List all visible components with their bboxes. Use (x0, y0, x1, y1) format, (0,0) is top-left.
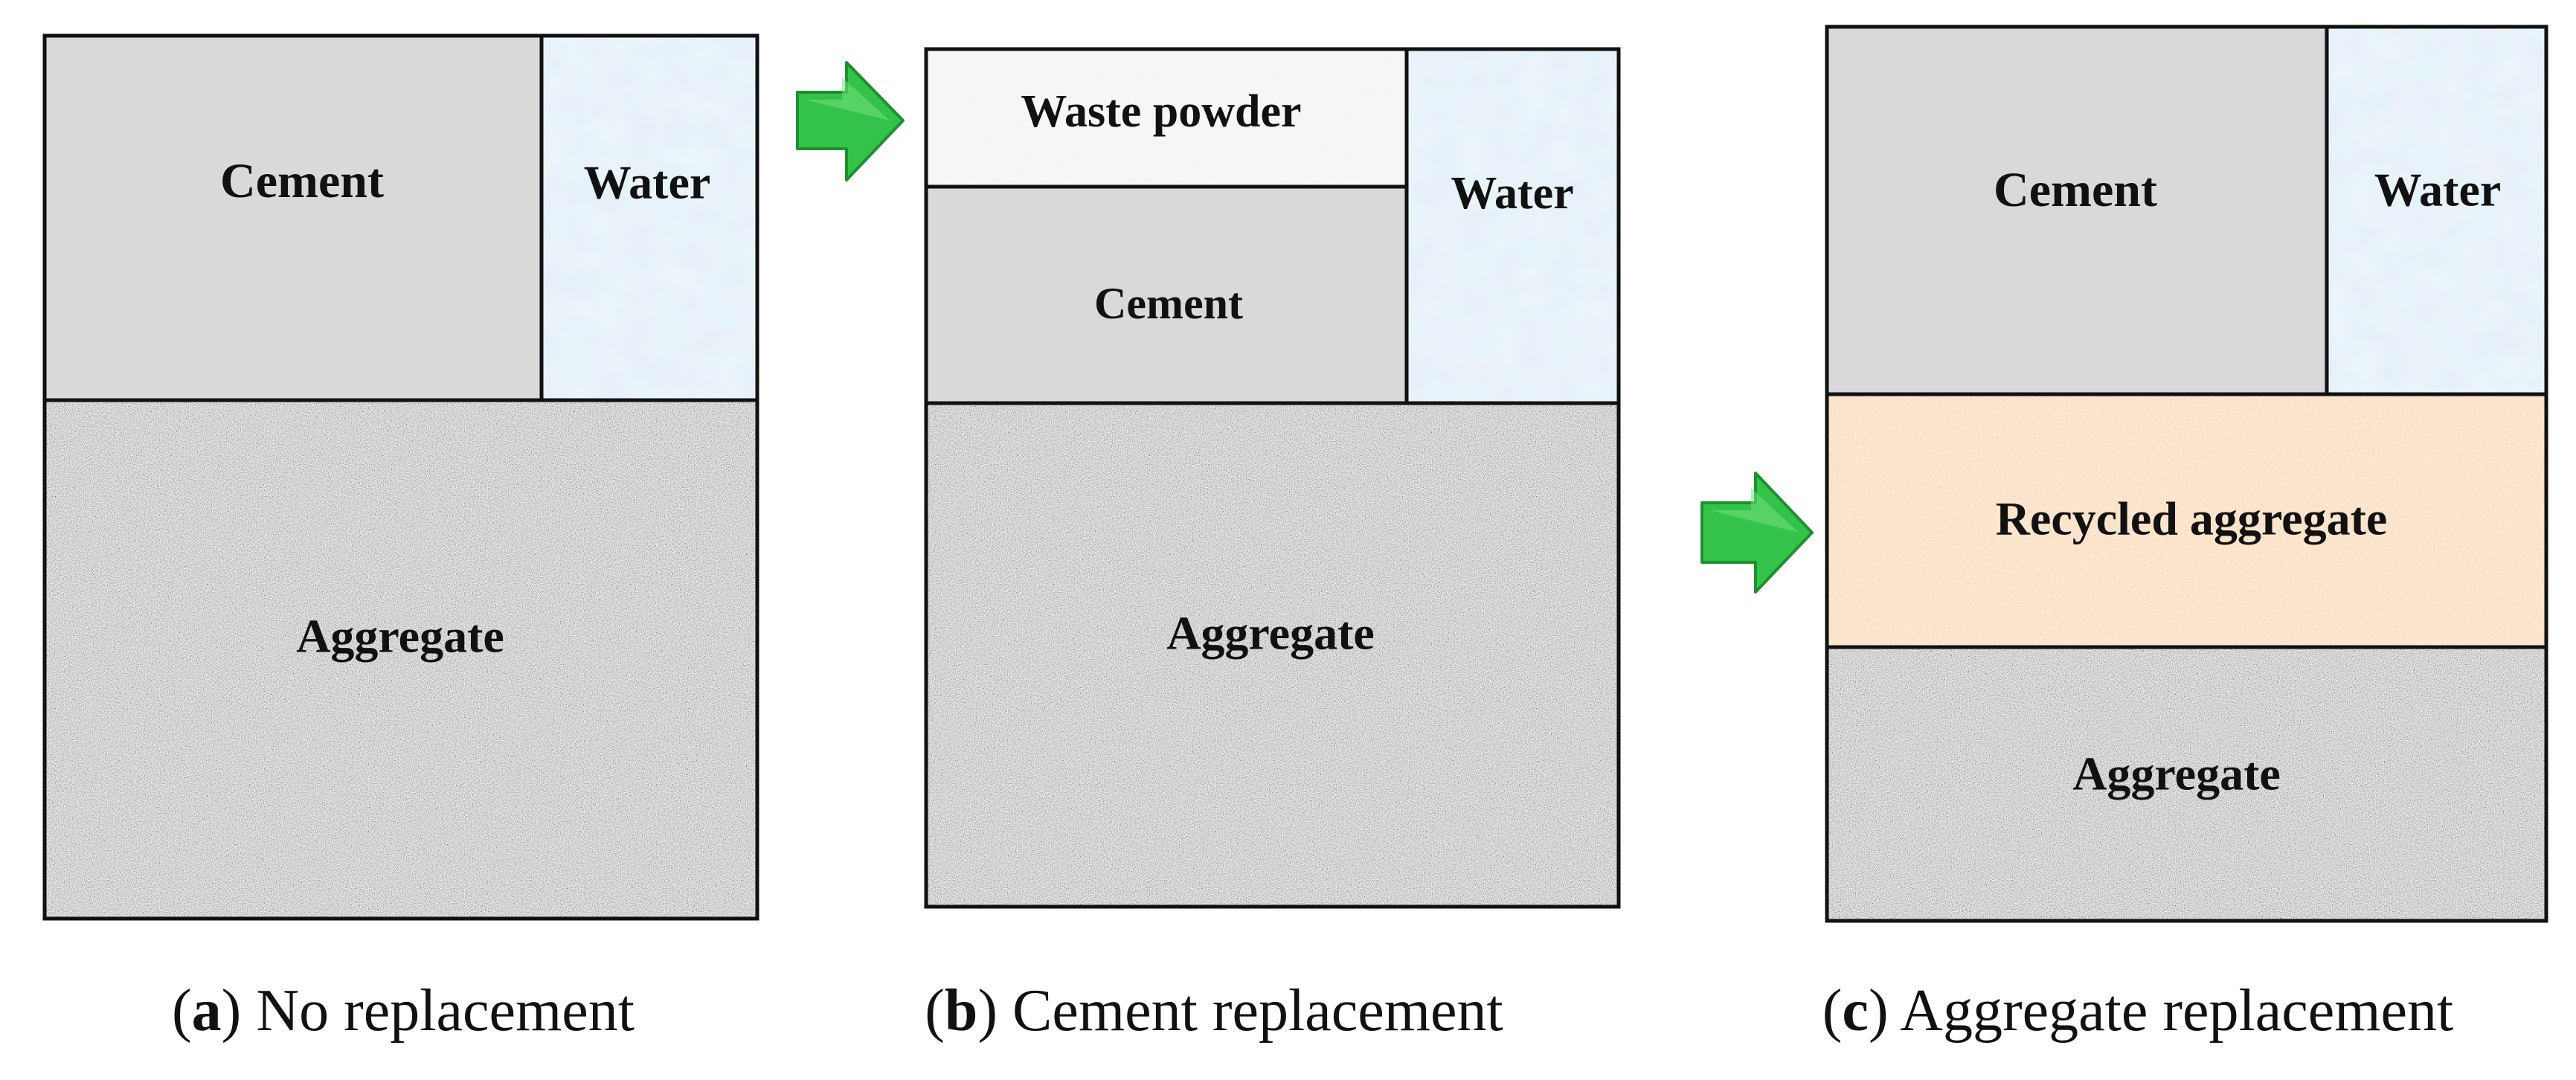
water-label: Water (584, 156, 711, 209)
water-block (542, 36, 757, 400)
panel-c: Cement Water Recycled aggregate Aggregat… (1825, 25, 2548, 923)
caption-c-letter: c (1842, 978, 1869, 1044)
caption-b: (b) Cement replacement (925, 978, 1503, 1044)
recycled-aggregate-block (1827, 394, 2546, 647)
water-block (1407, 49, 1619, 403)
caption-a-text: No replacement (256, 978, 635, 1044)
aggregate-label: Aggregate (2072, 748, 2281, 800)
water-label: Water (1451, 168, 1573, 219)
caption-a: (a) No replacement (172, 978, 635, 1044)
panel-a: Cement Water Aggregate (42, 33, 759, 921)
aggregate-label: Aggregate (296, 610, 504, 663)
water-block (2327, 27, 2546, 394)
caption-b-text: Cement replacement (1012, 978, 1503, 1044)
caption-c: (c) Aggregate replacement (1822, 978, 2453, 1044)
cement-block (42, 33, 544, 402)
waste-powder-block (926, 49, 1407, 187)
panel-b: Waste powder Cement Water Aggregate (924, 47, 1621, 909)
right-arrow-icon (796, 61, 905, 181)
waste-powder-label: Waste powder (1021, 86, 1301, 137)
cement-label: Cement (220, 154, 384, 208)
cement-block (1825, 25, 2329, 396)
water-label: Water (2374, 164, 2502, 216)
aggregate-block (45, 400, 757, 919)
aggregate-block (926, 403, 1619, 907)
caption-b-letter: b (945, 978, 978, 1044)
right-arrow-icon (1700, 472, 1814, 594)
aggregate-label: Aggregate (1166, 607, 1375, 660)
cement-label: Cement (1094, 279, 1243, 328)
aggregate-block (1827, 647, 2546, 921)
recycled-aggregate-label: Recycled aggregate (1996, 492, 2388, 545)
caption-a-letter: a (192, 978, 222, 1044)
cement-label: Cement (1994, 163, 2157, 217)
caption-c-text: Aggregate replacement (1900, 978, 2453, 1044)
